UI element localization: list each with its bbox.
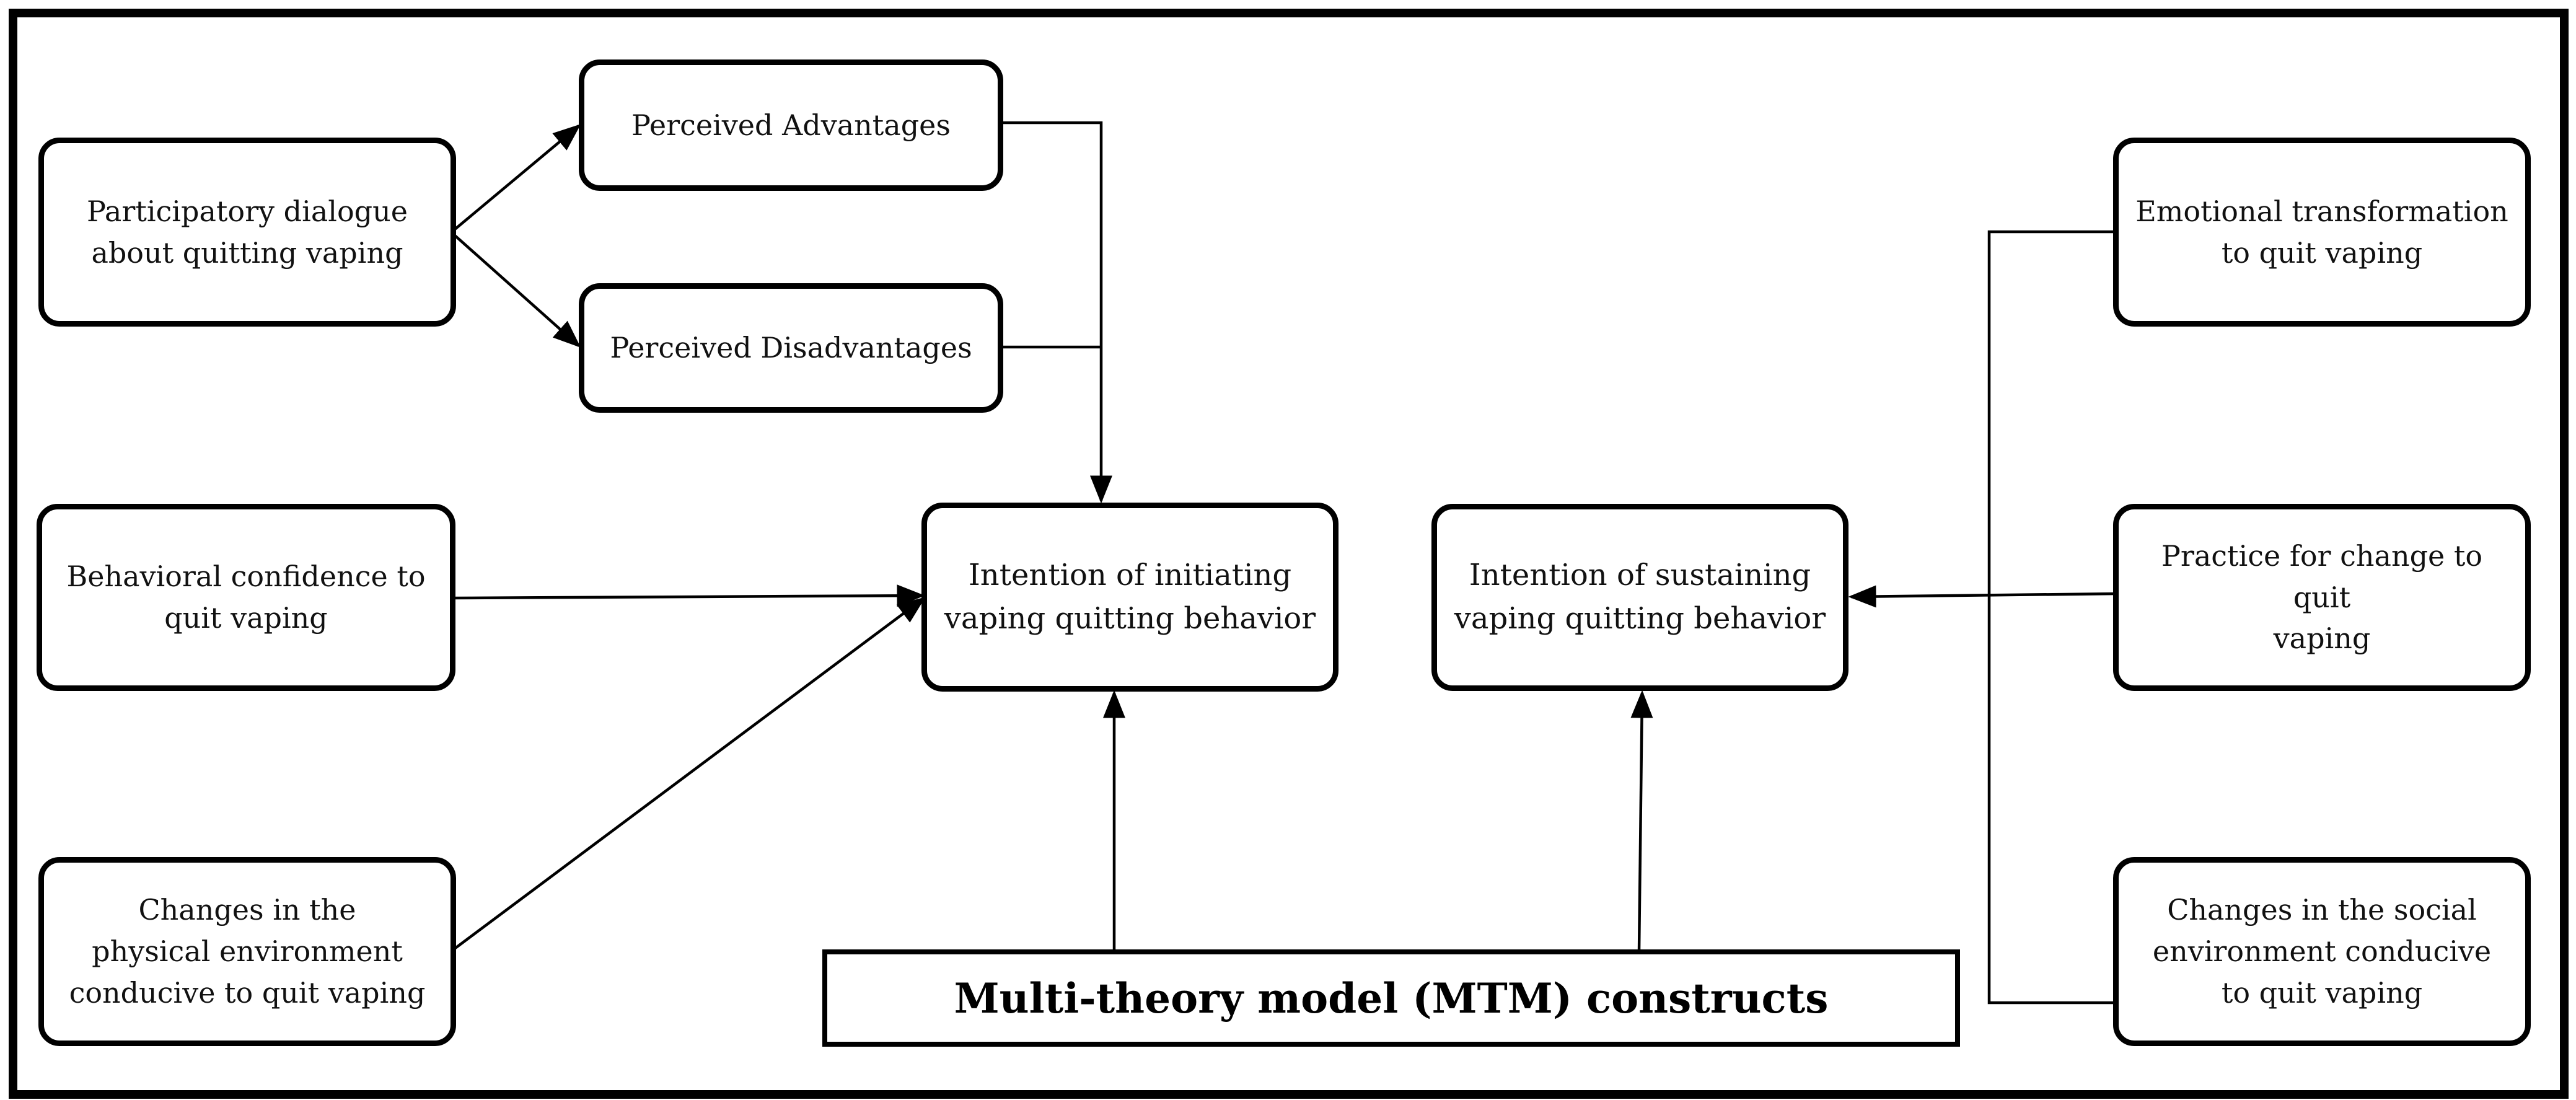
node-changes-social-environment: Changes in the social environment conduc… bbox=[2113, 857, 2531, 1046]
edge-dialogue-to-disadvantages bbox=[454, 234, 581, 348]
node-label: Perceived Disadvantages bbox=[610, 331, 972, 365]
node-label: Participatory dialogue about quitting va… bbox=[87, 194, 408, 270]
edge-emotional-bracket bbox=[1987, 230, 2116, 1005]
edge-physical-env-to-intention-initiating bbox=[452, 597, 926, 951]
mtm-constructs-label: Multi-theory model (MTM) constructs bbox=[954, 974, 1829, 1023]
edge-dialogue-to-advantages bbox=[454, 124, 581, 231]
edge-practice-to-intention-sustaining bbox=[1848, 585, 2117, 608]
node-participatory-dialogue: Participatory dialogue about quitting va… bbox=[38, 138, 456, 327]
edge-advantages-to-junction bbox=[1001, 121, 1103, 347]
node-emotional-transformation: Emotional transformation to quit vaping bbox=[2113, 138, 2531, 327]
node-behavioral-confidence: Behavioral confidence to quit vaping bbox=[37, 504, 455, 691]
node-label: Emotional transformation to quit vaping bbox=[2135, 194, 2508, 270]
node-label: Practice for change to quit vaping bbox=[2161, 539, 2483, 656]
node-label: Intention of sustaining vaping quitting … bbox=[1454, 558, 1826, 636]
node-label: Behavioral confidence to quit vaping bbox=[66, 560, 426, 635]
outer-frame bbox=[9, 9, 2569, 1099]
node-label: Perceived Advantages bbox=[631, 108, 951, 142]
node-practice-for-change: Practice for change to quit vaping bbox=[2113, 504, 2531, 691]
mtm-constructs-box: Multi-theory model (MTM) constructs bbox=[822, 949, 1960, 1047]
node-label: Changes in the social environment conduc… bbox=[2152, 893, 2492, 1010]
node-changes-physical-environment: Changes in the physical environment cond… bbox=[38, 857, 456, 1046]
node-label: Intention of initiating vaping quitting … bbox=[944, 557, 1316, 636]
node-intention-initiating: Intention of initiating vaping quitting … bbox=[921, 503, 1339, 692]
edge-confidence-to-intention-initiating bbox=[453, 584, 925, 607]
node-label: Changes in the physical environment cond… bbox=[69, 893, 426, 1010]
node-perceived-advantages: Perceived Advantages bbox=[579, 59, 1003, 191]
node-perceived-disadvantages: Perceived Disadvantages bbox=[579, 283, 1003, 413]
node-intention-sustaining: Intention of sustaining vaping quitting … bbox=[1431, 504, 1848, 691]
edge-mtm-to-intention-sustaining bbox=[1630, 690, 1653, 953]
